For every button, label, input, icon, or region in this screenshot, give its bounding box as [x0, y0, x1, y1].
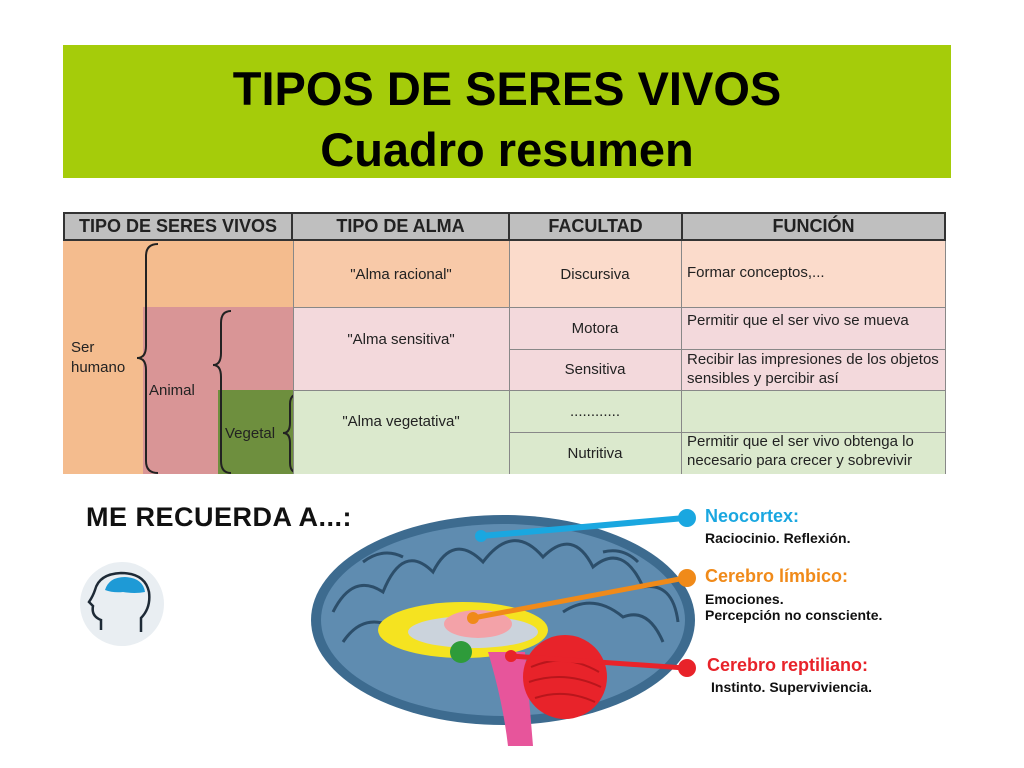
grid-line [681, 241, 682, 474]
limbico-label: Cerebro límbico: [705, 566, 849, 586]
alma-vegetativa-cell: "Alma vegetativa" [293, 390, 509, 474]
brace-lines [136, 243, 293, 474]
grid-line [945, 241, 946, 474]
grid-line [509, 241, 510, 474]
neocortex-desc: Raciocinio. Reflexión. [705, 530, 851, 546]
page-title: TIPOS DE SERES VIVOS [232, 62, 782, 115]
brain-section: ME RECUERDA A...: [63, 490, 963, 750]
alma-sensitiva-cell: "Alma sensitiva" [293, 307, 509, 390]
funcion-cell: Recibir las impresiones de los objetos s… [681, 349, 946, 390]
ser-humano-label: Ser humano [71, 339, 126, 376]
animal-label: Animal [149, 382, 195, 399]
funcion-cell [681, 390, 946, 432]
grid-line [509, 432, 946, 433]
reptiliano-desc: Instinto. Superviviencia. [711, 679, 873, 695]
vegetal-block [218, 390, 293, 474]
alma-racional-cell: "Alma racional" [293, 241, 509, 307]
neocortex-label: Neocortex: [705, 506, 800, 526]
facultad-cell: ............ [509, 390, 681, 432]
header-tipo-alma: TIPO DE ALMA [291, 212, 510, 241]
grid-line [293, 241, 294, 474]
facultad-cell: Motora [509, 307, 681, 349]
grid-line [509, 349, 946, 350]
grid-line [293, 390, 946, 391]
header-funcion: FUNCIÓN [681, 212, 946, 241]
summary-table: TIPO DE SERES VIVOS TIPO DE ALMA FACULTA… [63, 212, 946, 474]
funcion-cell: Permitir que el ser vivo obtenga lo nece… [681, 432, 946, 474]
reptiliano-label: Cerebro reptiliano: [707, 655, 869, 675]
brain-illustration [311, 515, 695, 746]
title-banner: TIPOS DE SERES VIVOS Cuadro resumen [63, 45, 951, 178]
facultad-cell: Discursiva [509, 241, 681, 307]
limbico-desc-1: Emociones. [705, 591, 784, 607]
facultad-cell: Nutritiva [509, 432, 681, 474]
funcion-cell: Permitir que el ser vivo se mueva [681, 307, 946, 349]
page-subtitle: Cuadro resumen [320, 123, 694, 176]
vegetal-label: Vegetal [225, 425, 276, 442]
limbico-desc-2: Percepción no consciente. [705, 607, 883, 623]
header-tipo-seres: TIPO DE SERES VIVOS [63, 212, 293, 241]
facultad-cell: Sensitiva [509, 349, 681, 390]
grid-line [293, 307, 946, 308]
head-brain-icon [80, 562, 164, 646]
header-facultad: FACULTAD [508, 212, 683, 241]
funcion-cell: Formar conceptos,... [681, 241, 946, 307]
connector-lines [467, 509, 696, 677]
recuerda-heading: ME RECUERDA A...: [86, 502, 353, 532]
